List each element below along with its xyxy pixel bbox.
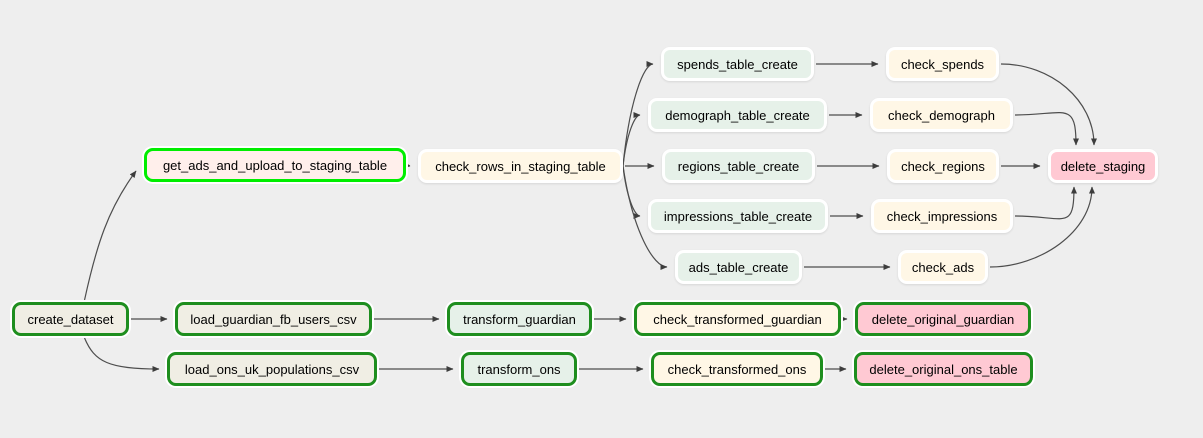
dag-node-label: create_dataset — [27, 311, 114, 327]
edge-check_demograph-to-delete_staging — [1014, 112, 1079, 146]
dag-node-get_ads_and_upload_to_staging_table[interactable]: get_ads_and_upload_to_staging_table — [144, 148, 406, 182]
dag-node-label: check_transformed_guardian — [653, 311, 822, 327]
dag-node-check_ads[interactable]: check_ads — [898, 250, 988, 284]
dag-node-label: get_ads_and_upload_to_staging_table — [162, 157, 388, 173]
dag-node-label: check_spends — [900, 56, 985, 72]
dag-node-label: check_impressions — [886, 208, 998, 224]
dag-node-delete_original_guardian[interactable]: delete_original_guardian — [855, 302, 1031, 336]
dag-node-label: demograph_table_create — [665, 107, 810, 123]
dag-node-check_impressions[interactable]: check_impressions — [871, 199, 1013, 233]
dag-node-transform_guardian[interactable]: transform_guardian — [447, 302, 592, 336]
dag-node-label: check_transformed_ons — [667, 361, 807, 377]
dag-node-demograph_table_create[interactable]: demograph_table_create — [648, 98, 827, 132]
dag-node-spends_table_create[interactable]: spends_table_create — [661, 47, 814, 81]
dag-node-check_spends[interactable]: check_spends — [886, 47, 999, 81]
dag-node-label: transform_ons — [477, 361, 561, 377]
dag-node-label: check_rows_in_staging_table — [435, 158, 606, 174]
dag-node-label: load_guardian_fb_users_csv — [190, 311, 357, 327]
edge-check_spends-to-delete_staging — [1000, 63, 1097, 146]
dag-node-check_transformed_ons[interactable]: check_transformed_ons — [651, 352, 823, 386]
dag-node-label: load_ons_uk_populations_csv — [184, 361, 360, 377]
dag-node-label: check_ads — [911, 259, 975, 275]
dag-node-label: ads_table_create — [688, 259, 789, 275]
dag-node-label: spends_table_create — [677, 56, 798, 72]
dag-node-check_demograph[interactable]: check_demograph — [870, 98, 1013, 132]
edge-create_dataset-to-get_ads_and_upload_to_staging_table — [83, 170, 137, 301]
dag-node-label: impressions_table_create — [663, 208, 813, 224]
dag-node-create_dataset[interactable]: create_dataset — [12, 302, 129, 336]
dag-node-check_regions[interactable]: check_regions — [887, 149, 999, 183]
dag-node-label: regions_table_create — [677, 158, 800, 174]
edge-check_rows_in_staging_table-to-impressions_table_create — [622, 165, 641, 219]
edge-create_dataset-to-load_ons_uk_populations_csv — [83, 337, 160, 372]
edge-get_ads_and_upload_to_staging_table-to-check_rows_in_staging_table — [403, 162, 411, 169]
dag-node-label: delete_original_guardian — [871, 311, 1015, 327]
dag-node-ads_table_create[interactable]: ads_table_create — [675, 250, 802, 284]
dag-node-impressions_table_create[interactable]: impressions_table_create — [648, 199, 828, 233]
dag-node-label: delete_staging — [1060, 158, 1146, 174]
dag-node-regions_table_create[interactable]: regions_table_create — [662, 149, 815, 183]
dag-node-label: transform_guardian — [463, 311, 576, 327]
dag-node-label: delete_original_ons_table — [869, 361, 1018, 377]
dag-node-delete_original_ons_table[interactable]: delete_original_ons_table — [854, 352, 1033, 386]
dag-node-load_guardian_fb_users_csv[interactable]: load_guardian_fb_users_csv — [175, 302, 372, 336]
dag-node-check_rows_in_staging_table[interactable]: check_rows_in_staging_table — [418, 149, 623, 183]
dag-node-delete_staging[interactable]: delete_staging — [1048, 149, 1158, 183]
dag-node-label: check_demograph — [888, 107, 995, 123]
dag-node-transform_ons[interactable]: transform_ons — [461, 352, 577, 386]
edge-check_rows_in_staging_table-to-demograph_table_create — [622, 112, 641, 167]
dag-node-load_ons_uk_populations_csv[interactable]: load_ons_uk_populations_csv — [167, 352, 377, 386]
dag-node-label: check_regions — [901, 158, 985, 174]
edge-check_impressions-to-delete_staging — [1014, 186, 1077, 220]
dag-node-check_transformed_guardian[interactable]: check_transformed_guardian — [634, 302, 841, 336]
